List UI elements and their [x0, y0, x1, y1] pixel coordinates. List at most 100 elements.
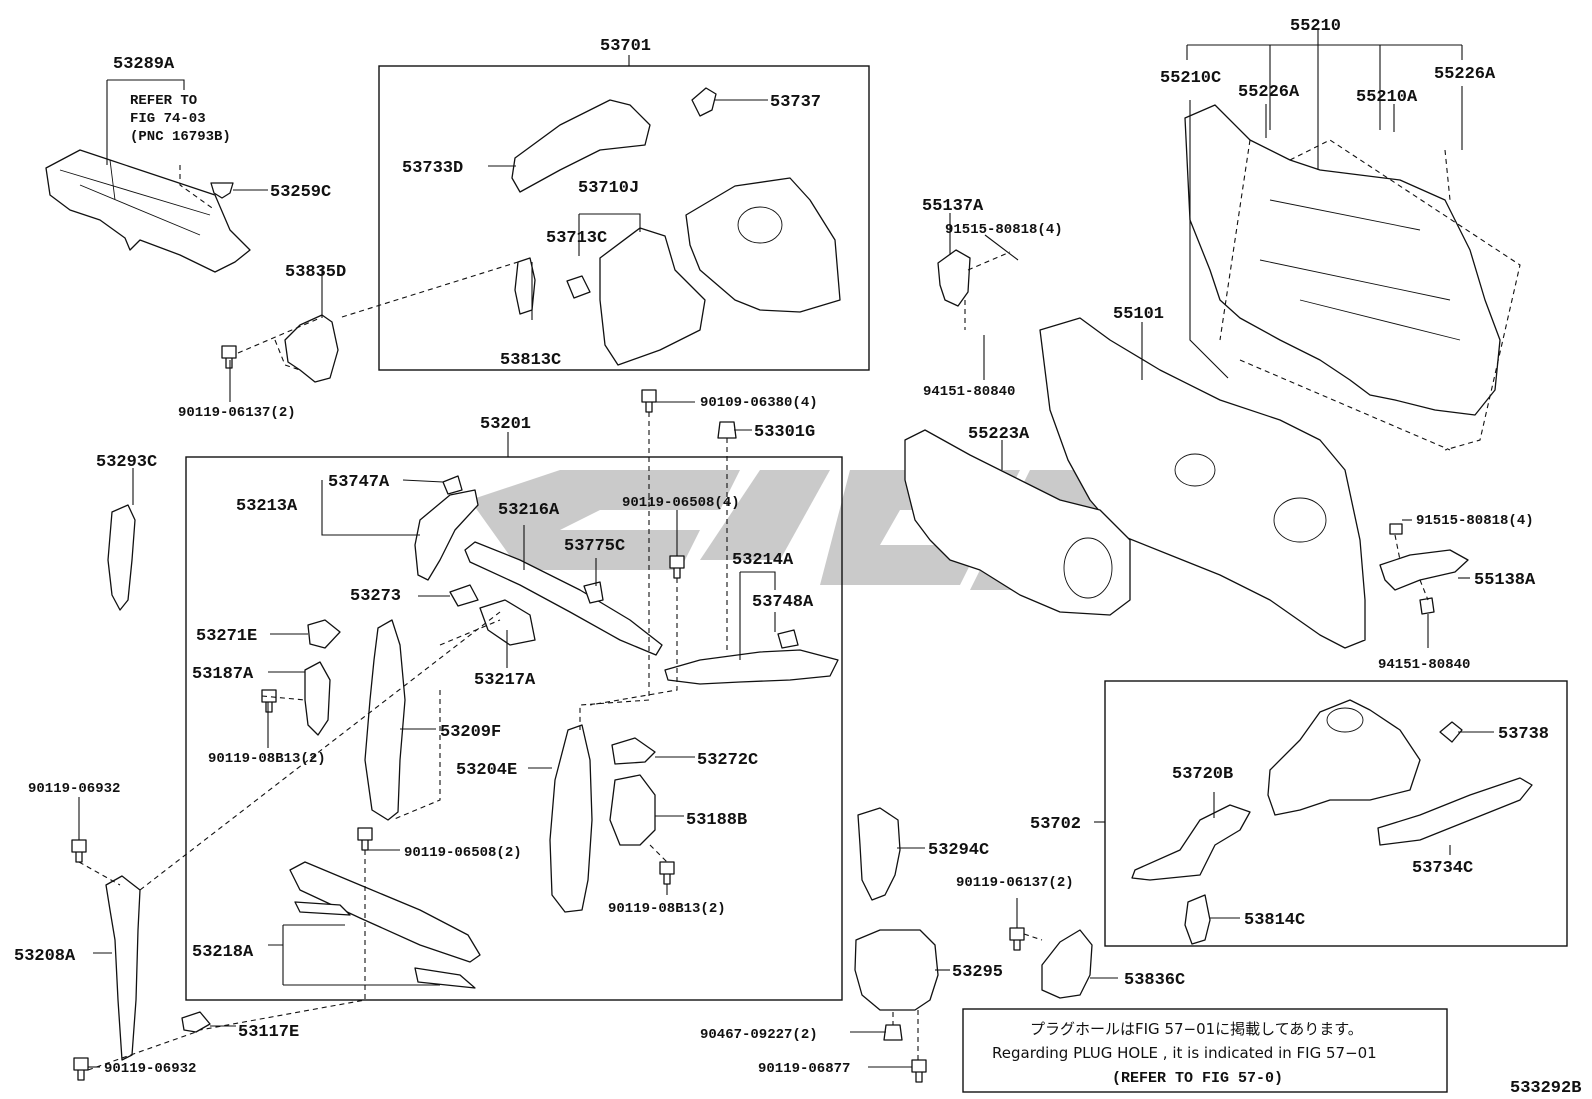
part-53117E [181, 1011, 211, 1033]
part-53259C-clip [210, 182, 234, 199]
label-53187A: 53187A [192, 665, 254, 684]
part-53208A [105, 875, 141, 1061]
part-53217A [479, 599, 536, 646]
label-94151-80840-a: 94151-80840 [923, 384, 1015, 400]
label-53775C: 53775C [564, 537, 625, 556]
label-55226A-a: 55226A [1238, 83, 1300, 102]
part-53209F-pillar [364, 619, 406, 821]
label-53294C: 53294C [928, 841, 989, 860]
label-55223A: 55223A [968, 425, 1030, 444]
label-53720B: 53720B [1172, 765, 1233, 784]
label-53218A: 53218A [192, 943, 254, 962]
label-53813C: 53813C [500, 351, 561, 370]
label-55226A-b: 55226A [1434, 65, 1496, 84]
part-53747A [442, 475, 463, 495]
label-90119-06137-b: 90119-06137(2) [956, 875, 1074, 891]
part-55210-silencer [1184, 104, 1501, 416]
part-53187A [304, 661, 331, 736]
label-53213A: 53213A [236, 497, 298, 516]
label-53747A: 53747A [328, 473, 390, 492]
label-90119-06508-b: 90119-06508(2) [404, 845, 522, 861]
label-90467-09227: 90467-09227(2) [700, 1027, 818, 1043]
part-53293C [107, 504, 136, 611]
label-53204E: 53204E [456, 761, 517, 780]
part-53272C [611, 737, 656, 765]
label-91515-80818-b: 91515-80818(4) [1416, 513, 1534, 529]
label-53188B: 53188B [686, 811, 747, 830]
label-90119-08B13-a: 90119-08B13(2) [208, 751, 326, 767]
leader-lines [78, 30, 1494, 1068]
label-53217A: 53217A [474, 671, 536, 690]
label-55210C: 55210C [1160, 69, 1221, 88]
part-53734C [1377, 777, 1533, 846]
part-55137A [937, 249, 971, 307]
label-53702: 53702 [1030, 815, 1081, 834]
assembly-dashes [78, 139, 1521, 1071]
part-53295 [854, 929, 939, 1011]
part-53733D [511, 99, 651, 193]
note-line-2: Regarding PLUG HOLE , it is indicated in… [992, 1044, 1377, 1062]
label-53117E: 53117E [238, 1023, 299, 1042]
part-55223A-insulator [904, 429, 1131, 616]
part-53213A [414, 489, 479, 581]
part-55138A [1379, 549, 1469, 591]
note-line-3: (REFER TO FIG 57-0) [1112, 1070, 1283, 1087]
part-53214A [664, 649, 839, 685]
part-53273 [449, 584, 479, 607]
label-90109-06380: 90109-06380(4) [700, 395, 818, 411]
part-53738-clip [1439, 721, 1463, 743]
part-53710J-apron [599, 227, 706, 366]
label-53272C: 53272C [697, 751, 758, 770]
label-53201: 53201 [480, 415, 531, 434]
part-53720B [1131, 804, 1251, 881]
label-53208A: 53208A [14, 947, 76, 966]
part-53702-apron [1267, 699, 1421, 816]
refer-line3: (PNC 16793B) [130, 129, 231, 145]
label-55101: 55101 [1113, 305, 1164, 324]
part-53737-clip [691, 87, 717, 117]
label-53216A: 53216A [498, 501, 560, 520]
frame-53201 [185, 456, 843, 1001]
part-53748A [777, 629, 799, 649]
label-53737: 53737 [770, 93, 821, 112]
part-illustrations [45, 87, 1533, 1083]
label-53836C: 53836C [1124, 971, 1185, 990]
refer-line1: REFER TO [130, 93, 197, 109]
label-53209F: 53209F [440, 723, 501, 742]
group-frames [185, 65, 1568, 1093]
label-53301G: 53301G [754, 423, 815, 442]
part-53814C [1184, 894, 1211, 945]
label-55138A: 55138A [1474, 571, 1536, 590]
part-53204E-pillar [549, 724, 593, 913]
bolt-90119-06137-left [221, 345, 237, 369]
part-53216A-upper-support [464, 541, 663, 656]
figure-code: 533292B [1510, 1079, 1581, 1098]
labels: 53289A REFER TO FIG 74-03 (PNC 16793B) 5… [14, 17, 1549, 1077]
label-90119-08B13-b: 90119-08B13(2) [608, 901, 726, 917]
label-53733D: 53733D [402, 159, 463, 178]
label-53835D: 53835D [285, 263, 346, 282]
part-53188B [609, 774, 656, 846]
refer-line2: FIG 74-03 [130, 111, 206, 127]
frame-53701 [378, 65, 870, 371]
label-53289A: 53289A [113, 55, 175, 74]
label-53271E: 53271E [196, 627, 257, 646]
plug-hole-note: プラグホールはFIG 57−01に掲載してあります。 Regarding PLU… [992, 1020, 1377, 1087]
part-53289A [45, 149, 251, 273]
label-53259C: 53259C [270, 183, 331, 202]
note-line-1: プラグホールはFIG 57−01に掲載してあります。 [1030, 1020, 1363, 1038]
frame-53702 [1104, 680, 1568, 947]
part-53836C [1041, 929, 1093, 999]
label-55210: 55210 [1290, 17, 1341, 36]
label-55137A: 55137A [922, 197, 984, 216]
label-90119-06877: 90119-06877 [758, 1061, 850, 1077]
note-box [962, 1008, 1448, 1093]
part-53775C [583, 581, 604, 604]
label-55210A: 55210A [1356, 88, 1418, 107]
label-90119-06932-b: 90119-06932 [104, 1061, 196, 1077]
label-94151-80840-b: 94151-80840 [1378, 657, 1470, 673]
label-53273: 53273 [350, 587, 401, 606]
label-53713C: 53713C [546, 229, 607, 248]
label-90119-06932-a: 90119-06932 [28, 781, 120, 797]
